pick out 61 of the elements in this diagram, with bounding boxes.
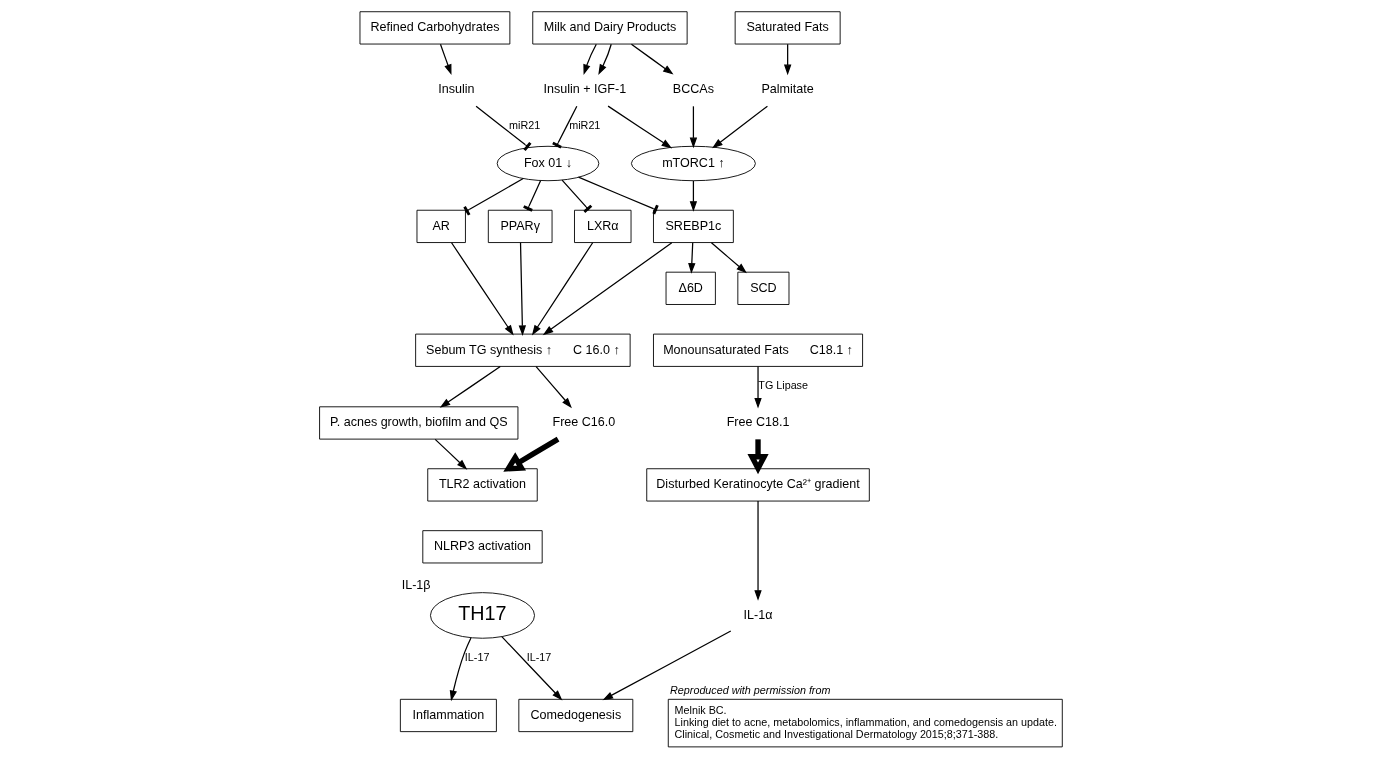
connector [463, 177, 524, 216]
node-text: BCCAs [672, 82, 714, 97]
arrow [501, 636, 563, 701]
node-text: Free C18.1 [726, 415, 790, 430]
edge-label: IL-17 [464, 651, 490, 664]
arrow [531, 242, 594, 336]
node-box: Δ6D [665, 271, 716, 305]
node-ellipse: TH17 [430, 592, 535, 639]
arrow [598, 43, 612, 75]
node-box: Saturated Fats [734, 11, 841, 45]
node-text: Free C16.0 [552, 415, 616, 430]
node-label: Reproduced with permission from [670, 683, 831, 696]
node-text: Insulin [438, 82, 475, 97]
arrow [434, 438, 468, 470]
node-box: Monounsaturated Fats C18.1 ↑ [653, 333, 864, 367]
arrow [754, 365, 762, 409]
node-box: Disturbed Keratinocyte Ca²⁺ gradient [646, 468, 870, 502]
arrow [518, 242, 527, 336]
arrow [607, 105, 673, 149]
edge-label: miR21 [509, 118, 541, 131]
arrow [783, 43, 792, 76]
arrow [754, 500, 762, 601]
arrow [450, 242, 514, 336]
node-box: P. acnes growth, biofilm and QS [319, 406, 519, 440]
connector [523, 180, 542, 212]
arrow [710, 242, 747, 274]
connector [577, 176, 659, 215]
connector [475, 105, 532, 151]
node-box: SCD [737, 271, 790, 305]
node-ellipse: mTORC1 ↑ [630, 145, 756, 182]
node-box: Sebum TG synthesis ↑ C 16.0 ↑ [415, 333, 631, 367]
arrow [583, 43, 597, 76]
arrow [535, 365, 572, 409]
node-box: Refined Carbohydrates [359, 11, 511, 45]
arrow [689, 105, 698, 149]
node-box: Comedogenesis [518, 698, 634, 733]
arrow [688, 242, 696, 274]
arrow [712, 105, 769, 149]
edge-label: IL-17 [526, 651, 552, 664]
node-box: LXRα [574, 209, 632, 243]
arrow [503, 436, 560, 472]
arrow [689, 180, 698, 212]
node-box: AR [416, 209, 466, 243]
node-label: IL-1β [401, 578, 431, 593]
node-box: Inflammation [399, 698, 497, 733]
node-text: IL-1α [743, 607, 773, 622]
node-text: Insulin + IGF-1 [543, 82, 627, 97]
node-box: Melnik BC. Linking diet to acne, metabolomics, inflammation, and comedogensis an update. Clinical, Cosmetic and Investigational Dermatology 2015;8;371-388. [667, 698, 1063, 748]
arrow [542, 242, 673, 336]
arrow [439, 43, 452, 76]
arrow [439, 365, 501, 408]
arrow [630, 43, 674, 75]
arrow [747, 439, 769, 475]
arrow [449, 637, 472, 702]
arrow [602, 630, 732, 701]
node-box: Milk and Dairy Products [532, 11, 688, 45]
node-box: PPARγ [487, 209, 553, 243]
node-box: TLR2 activation [427, 468, 538, 502]
node-box: NLRP3 activation [422, 530, 543, 564]
node-text: Palmitate [761, 82, 814, 97]
edge-label: miR21 [569, 118, 601, 131]
